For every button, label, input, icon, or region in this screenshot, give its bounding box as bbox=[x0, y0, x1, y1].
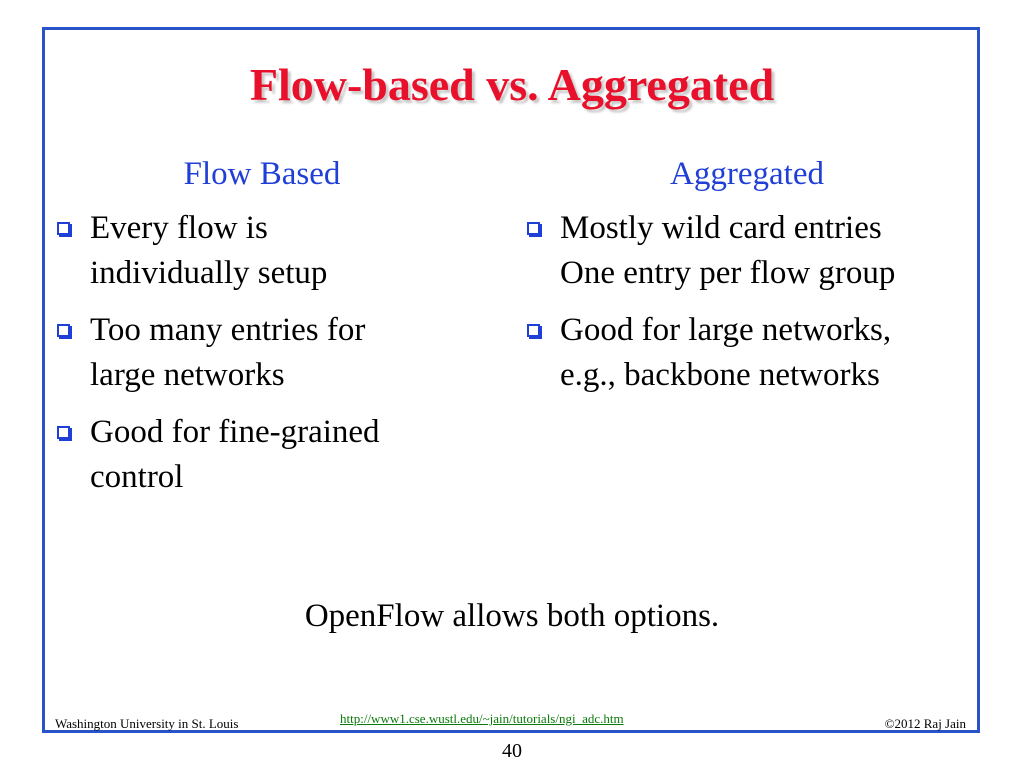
bullet-text-line: Good for large networks, bbox=[560, 312, 892, 348]
bullet-text-line: individually setup bbox=[90, 255, 328, 291]
tutorial-link[interactable]: http://www1.cse.wustl.edu/~jain/tutorial… bbox=[340, 711, 624, 726]
bullet-item: Good for fine-grained control bbox=[52, 410, 472, 500]
page-number: 40 bbox=[502, 740, 522, 762]
bullet-text-line: large networks bbox=[90, 357, 285, 393]
copyright-label: ©2012 Raj Jain bbox=[884, 716, 966, 731]
bullet-text-line: Every flow is bbox=[90, 210, 268, 246]
bullet-text-line: One entry per flow group bbox=[560, 255, 896, 291]
bullet-item: Too many entries for large networks bbox=[52, 308, 472, 398]
bullet-item: Every flow is individually setup bbox=[52, 206, 472, 296]
hollow-square-icon bbox=[57, 324, 70, 337]
flow-based-bullets: Every flow is individually setup Too man… bbox=[52, 206, 472, 500]
openflow-note: OpenFlow allows both options. bbox=[304, 598, 720, 634]
aggregated-column: Aggregated Mostly wild card entries One … bbox=[522, 152, 972, 410]
aggregated-bullets: Mostly wild card entries One entry per f… bbox=[522, 206, 972, 398]
bullet-text-line: Mostly wild card entries bbox=[560, 210, 882, 246]
hollow-square-icon bbox=[57, 222, 70, 235]
slide-title: Flow-based vs. Aggregated bbox=[249, 59, 775, 110]
hollow-square-icon bbox=[527, 222, 540, 235]
bullet-text-line: Good for fine-grained bbox=[90, 414, 380, 450]
slide-frame bbox=[42, 27, 980, 733]
bullet-item: Mostly wild card entries One entry per f… bbox=[522, 206, 972, 296]
hollow-square-icon bbox=[57, 426, 70, 439]
hollow-square-icon bbox=[527, 324, 540, 337]
bullet-item: Good for large networks, e.g., backbone … bbox=[522, 308, 972, 398]
institution-label: Washington University in St. Louis bbox=[55, 716, 239, 731]
aggregated-heading: Aggregated bbox=[670, 156, 824, 192]
flow-based-column: Flow Based Every flow is individually se… bbox=[52, 152, 472, 512]
bullet-text-line: e.g., backbone networks bbox=[560, 357, 880, 393]
bullet-text-line: control bbox=[90, 459, 184, 495]
flow-based-heading: Flow Based bbox=[183, 156, 341, 192]
bullet-text-line: Too many entries for bbox=[90, 312, 366, 348]
